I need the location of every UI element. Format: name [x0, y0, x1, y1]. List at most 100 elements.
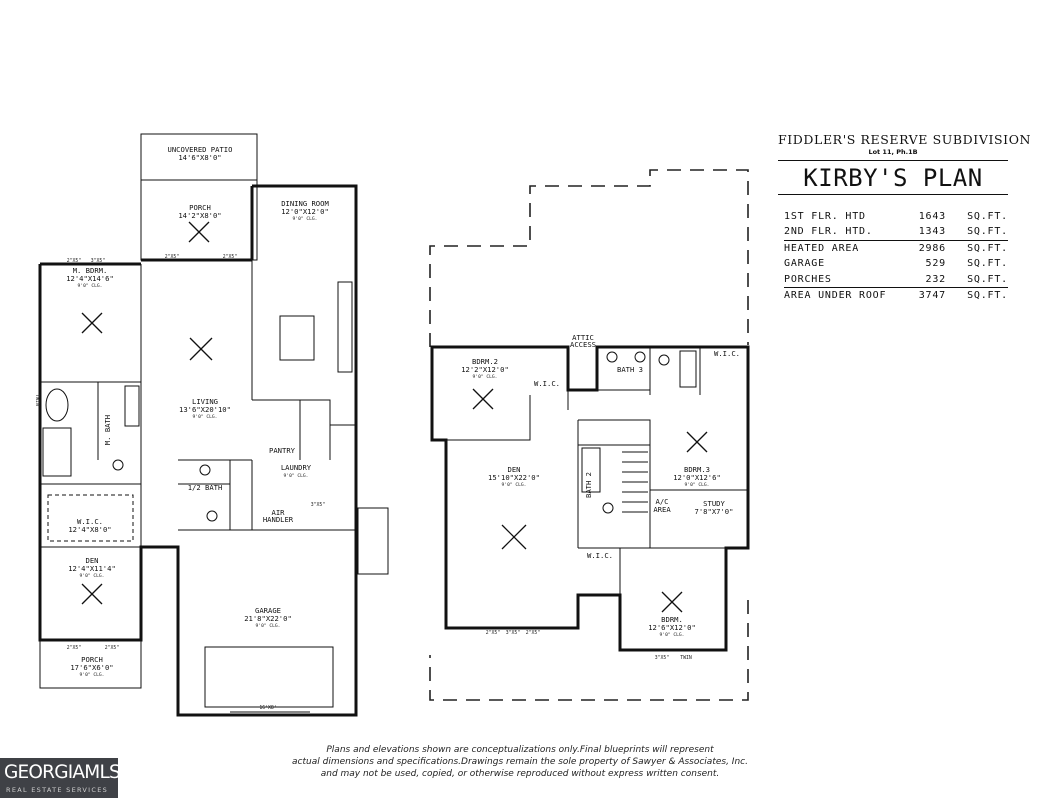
window-size: 3"X5": [506, 630, 521, 636]
lot-number: Lot 11, Ph.1B: [868, 148, 918, 156]
second-floor-exterior-wall: [430, 345, 750, 652]
ac-area-label: AREA: [653, 505, 671, 514]
ceiling-fan-icon: [81, 583, 103, 605]
area-unit: SQ.FT.: [967, 258, 1008, 270]
stair: [622, 451, 648, 513]
sink: [606, 351, 618, 363]
ceiling-height: 9'0" CLG.: [660, 632, 685, 638]
window-size: 3"X5": [91, 258, 106, 264]
disclaimer-line: and may not be used, copied, or otherwis…: [320, 769, 720, 779]
pantry-label: PANTRY: [269, 446, 296, 455]
ceiling-fan-icon: [472, 388, 494, 410]
window-size: 3"X5": [655, 655, 670, 661]
bath3-label: BATH 3: [617, 365, 643, 374]
window-size: 2"X5": [67, 645, 82, 651]
area-unit: SQ.FT.: [967, 290, 1008, 302]
vanity: [124, 385, 140, 427]
bedroom3-size: 12'0"X12'6": [673, 473, 721, 482]
area-row: AREA UNDER ROOF 3747 SQ.FT.: [784, 287, 1008, 303]
ceiling-height: 9'0" CLG.: [293, 216, 318, 222]
georgia-mls-logo: GEORGIAMLS REAL ESTATE SERVICES: [0, 758, 121, 798]
area-label: 1ST FLR. HTD: [784, 211, 866, 222]
subdivision-name: FIDDLER'S RESERVE SUBDIVISION: [778, 132, 1032, 147]
garage-parking-area: [204, 646, 334, 708]
sink: [199, 464, 211, 476]
window-twin-label: TWIN: [34, 394, 40, 406]
area-label: HEATED AREA: [784, 242, 860, 254]
logo-tagline: REAL ESTATE SERVICES: [6, 786, 109, 794]
area-row: GARAGE 529 SQ.FT.: [784, 256, 1008, 271]
kitchen-island: [279, 315, 315, 361]
air-handler-label: HANDLER: [263, 515, 294, 524]
ac-area-label: A/C: [656, 497, 669, 506]
laundry-label: LAUNDRY: [281, 463, 312, 472]
window-size: 2"X5": [67, 258, 82, 264]
area-table: 1ST FLR. HTD 1643 SQ.FT. 2ND FLR. HTD. 1…: [784, 209, 1008, 303]
master-bath-label: M. BATH: [103, 415, 112, 445]
area-value: 529: [925, 258, 946, 270]
wic-size: 12'4"X8'0": [68, 525, 111, 534]
wic-label: W.I.C.: [77, 517, 103, 526]
area-label: PORCHES: [784, 273, 832, 285]
disclaimer: Plans and elevations shown are conceptua…: [290, 744, 750, 780]
ceiling-height: 9'0" CLG.: [78, 283, 103, 289]
area-row: PORCHES 232 SQ.FT.: [784, 272, 1008, 287]
master-bedroom-size: 12'4"X14'6": [66, 274, 114, 283]
toilet: [658, 354, 670, 366]
shower: [42, 427, 72, 477]
bedroom-label: BDRM.: [661, 615, 683, 624]
living-size: 13'6"X20'10": [179, 405, 231, 414]
ceiling-fan-icon: [686, 431, 708, 453]
area-label: AREA UNDER ROOF: [784, 290, 887, 302]
area-value: 232: [925, 273, 946, 285]
uncovered-patio-size: 14'6"X8'0": [178, 153, 221, 162]
ceiling-fan-icon: [189, 337, 213, 361]
bedroom2-label: BDRM.2: [472, 357, 498, 366]
rear-porch-size: 14'2"X8'0": [178, 211, 221, 220]
den-size: 15'10"X22'0": [488, 473, 540, 482]
master-bedroom-label: M. BDRM.: [73, 266, 108, 275]
area-unit: SQ.FT.: [967, 273, 1008, 285]
toilet: [112, 459, 124, 471]
garage-label: GARAGE: [255, 606, 281, 615]
ceiling-height: 9'0" CLG.: [284, 473, 309, 479]
ceiling-height: 9'0" CLG.: [685, 482, 710, 488]
ceiling-height: 9'0" CLG.: [80, 573, 105, 579]
ceiling-fan-icon: [81, 312, 103, 334]
den-label: DEN: [508, 465, 521, 474]
garage-door-size: 16'X8': [259, 705, 276, 711]
area-value: 2986: [918, 242, 946, 254]
roof-outline: [429, 169, 749, 701]
area-row: 2ND FLR. HTD. 1343 SQ.FT.: [784, 224, 1008, 239]
first-floor-interior-walls: [40, 260, 356, 548]
front-porch-label: PORCH: [81, 655, 103, 664]
ceiling-height: 9'0" CLG.: [502, 482, 527, 488]
area-row: 1ST FLR. HTD 1643 SQ.FT.: [784, 209, 1008, 224]
disclaimer-line: Plans and elevations shown are conceptua…: [326, 745, 714, 755]
area-value: 3747: [918, 290, 946, 302]
wic-shelving: [47, 494, 134, 542]
rear-porch-label: PORCH: [189, 203, 211, 212]
dining-room-label: DINING ROOM: [281, 199, 329, 208]
wic-label: W.I.C.: [714, 349, 740, 358]
front-porch-outline: [39, 640, 142, 689]
window-twin-label: TWIN: [680, 655, 692, 661]
area-unit: SQ.FT.: [967, 242, 1008, 254]
tub: [581, 447, 601, 493]
disclaimer-line: actual dimensions and specifications.Dra…: [292, 757, 748, 767]
garage-size: 21'8"X22'0": [244, 614, 292, 623]
window-size: 2"X5": [165, 254, 180, 260]
second-floor-plan: ATTIC ACCESS BDRM.2 12'2"X12'0" 9'0" CLG…: [429, 169, 750, 701]
sink: [634, 351, 646, 363]
uncovered-patio-label: UNCOVERED PATIO: [168, 145, 233, 154]
window-size: 2"X5": [105, 645, 120, 651]
attic-access-label: ATTIC: [572, 333, 594, 342]
second-floor-interior-walls: [432, 347, 748, 595]
den-label: DEN: [86, 556, 99, 565]
plan-name: KIRBY'S PLAN: [778, 160, 1008, 195]
wic-label: W.I.C.: [587, 551, 613, 560]
ceiling-height: 9'0" CLG.: [256, 623, 281, 629]
study-label: STUDY: [703, 499, 725, 508]
tub: [679, 350, 697, 388]
window-size: 2"X5": [223, 254, 238, 260]
